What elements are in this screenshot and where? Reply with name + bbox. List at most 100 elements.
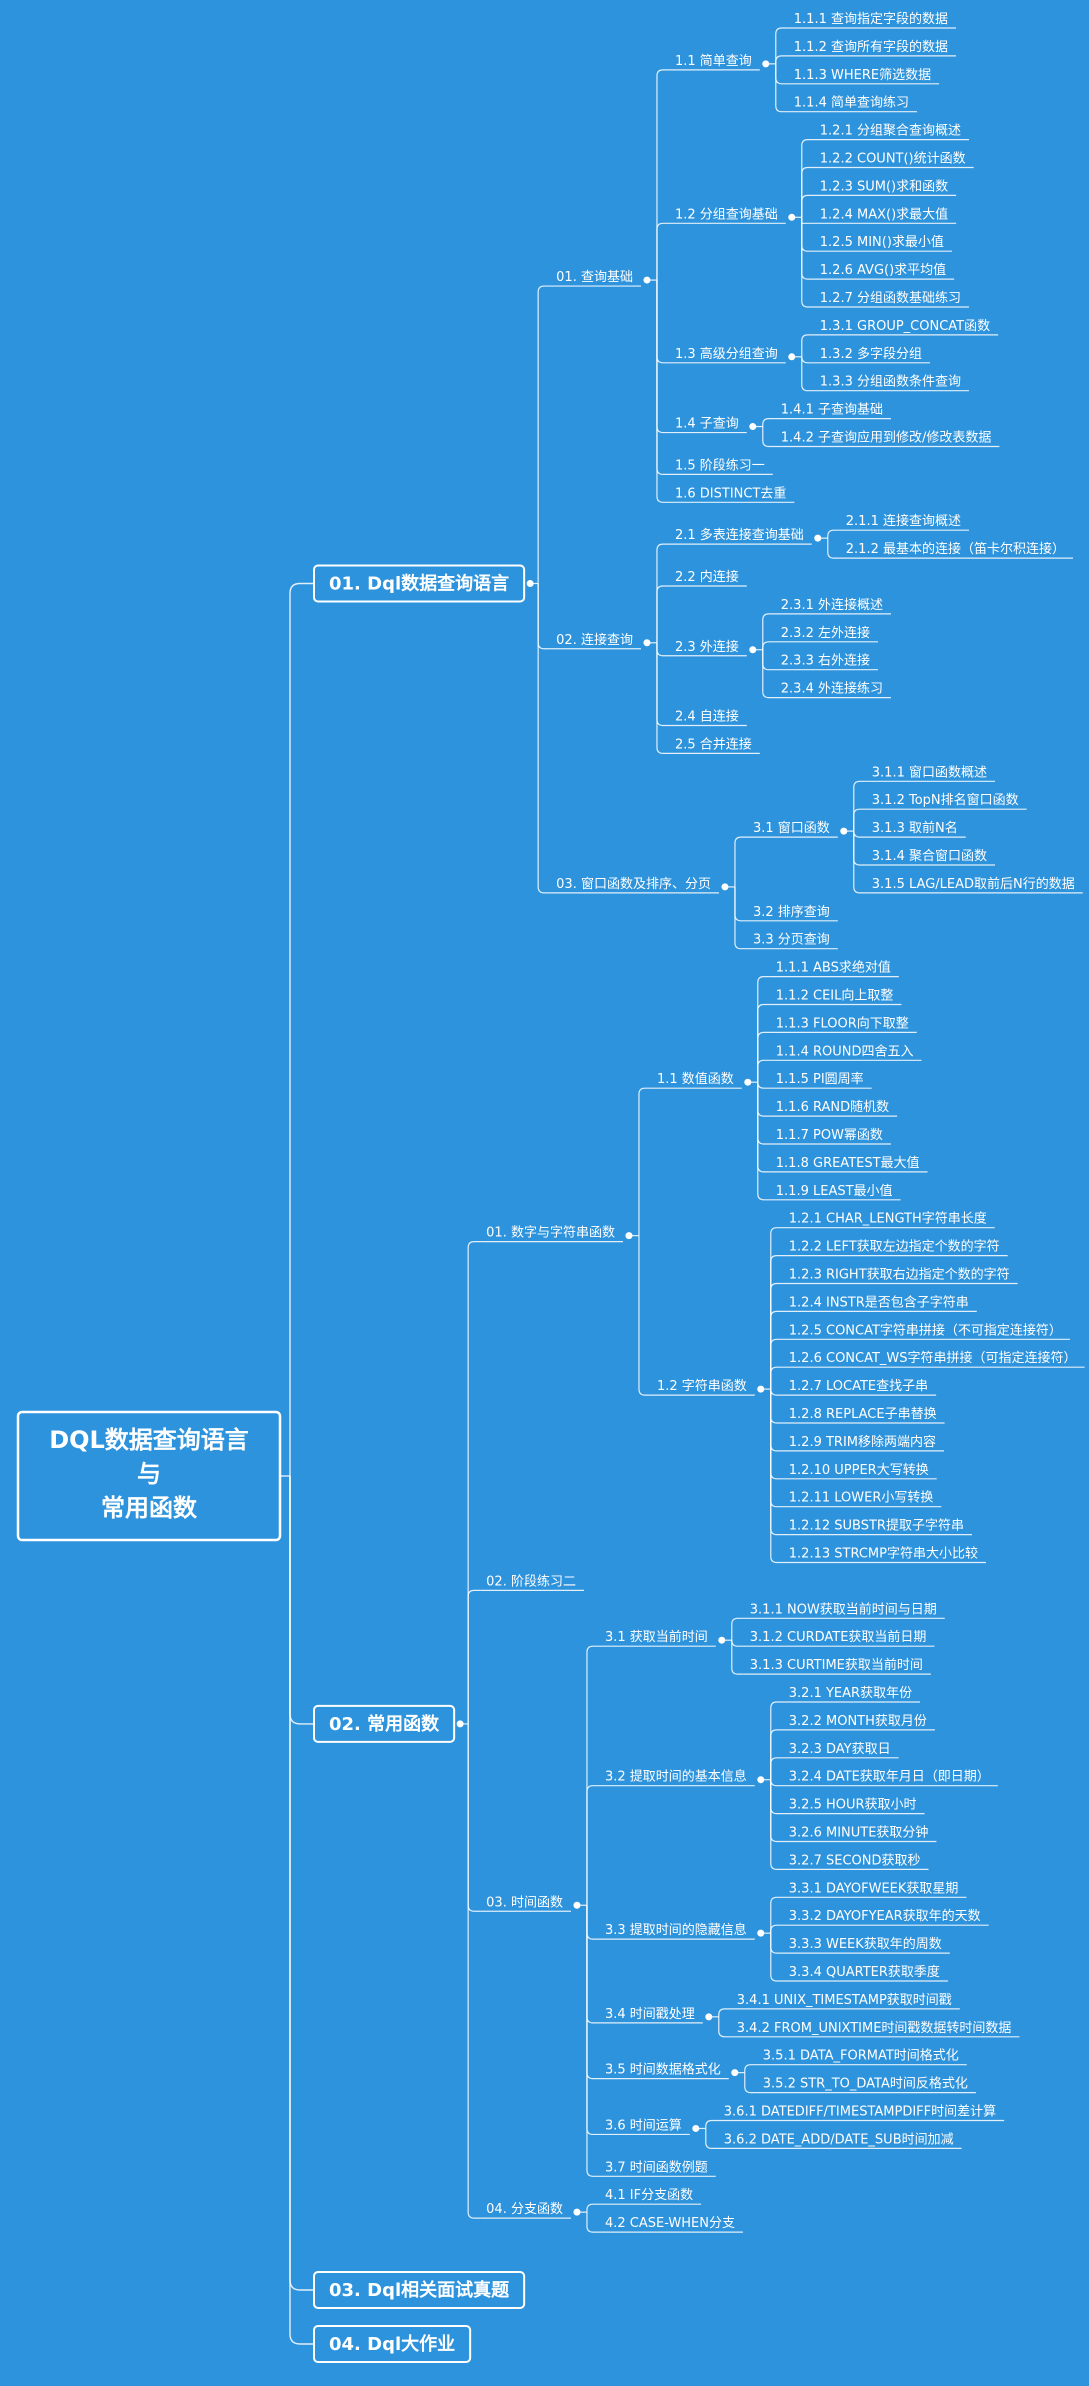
collapse-dot-icon[interactable] <box>757 1929 765 1937</box>
node-label-1-1-3-where: 1.1.3 WHERE筛选数据 <box>794 68 931 83</box>
node-label-3-5: 3.5 时间数据格式化 <box>605 2062 721 2078</box>
node-label-3-1-3-curtime: 3.1.3 CURTIME获取当前时间 <box>750 1657 923 1673</box>
node-label-3-3-1-dayofweek: 3.3.1 DAYOFWEEK获取星期 <box>789 1881 959 1896</box>
node-label-3-2: 3.2 排序查询 <box>753 905 830 920</box>
collapse-dot-icon[interactable] <box>788 213 796 221</box>
node-label-3-6-2-date-add-date-sub: 3.6.2 DATE_ADD/DATE_SUB时间加减 <box>724 2132 954 2147</box>
node-label-1-1: 1.1 简单查询 <box>675 53 752 69</box>
node-label-1-1-6-rand: 1.1.6 RAND随机数 <box>776 1100 889 1115</box>
collapse-dot-icon[interactable] <box>643 276 651 284</box>
collapse-dot-icon[interactable] <box>744 1078 752 1086</box>
node-label-1-1-1: 1.1.1 查询指定字段的数据 <box>794 11 948 27</box>
node-label-1-3-1-group-concat: 1.3.1 GROUP_CONCAT函数 <box>820 319 990 334</box>
node-label-1-2-13-strcmp: 1.2.13 STRCMP字符串大小比较 <box>789 1546 978 1562</box>
branch-box-04-dql[interactable] <box>313 2325 472 2363</box>
node-label-3-2-7-second: 3.2.7 SECOND获取秒 <box>789 1853 921 1868</box>
node-label-3-1-2-curdate: 3.1.2 CURDATE获取当前日期 <box>750 1629 927 1645</box>
node-label-1-2-4-max: 1.2.4 MAX()求最大值 <box>820 206 948 222</box>
node-label-1-2-8-replace: 1.2.8 REPLACE子串替换 <box>789 1407 937 1422</box>
node-label-2-2: 2.2 内连接 <box>675 569 739 585</box>
node-label-1-1-9-least: 1.1.9 LEAST最小值 <box>776 1183 893 1199</box>
node-label-1-5: 1.5 阶段练习一 <box>675 458 765 473</box>
node-label-02: 02. 连接查询 <box>556 632 633 648</box>
node-label-3-2-6-minute: 3.2.6 MINUTE获取分钟 <box>789 1825 929 1841</box>
branch-box-01-dql[interactable] <box>313 564 526 603</box>
node-label-1-2-3-right: 1.2.3 RIGHT获取右边指定个数的字符 <box>789 1267 1010 1283</box>
node-label-3-5-1-data-format: 3.5.1 DATA_FORMAT时间格式化 <box>763 2048 959 2064</box>
node-label-03: 03. 窗口函数及排序、分页 <box>556 876 711 892</box>
collapse-dot-icon[interactable] <box>731 2069 739 2077</box>
node-label-1-2-7: 1.2.7 分组函数基础练习 <box>820 291 961 306</box>
collapse-dot-icon[interactable] <box>788 353 796 361</box>
node-label-3-1-1-now: 3.1.1 NOW获取当前时间与日期 <box>750 1601 937 1617</box>
collapse-dot-icon[interactable] <box>573 2208 581 2216</box>
node-label-04-dql: 04. Dql大作业 <box>329 2333 455 2355</box>
collapse-dot-icon[interactable] <box>705 2013 713 2021</box>
collapse-dot-icon[interactable] <box>757 1776 765 1784</box>
branch-box-02[interactable] <box>313 1704 456 1743</box>
connector-lines <box>280 27 1085 2345</box>
branch-box-03-dql[interactable] <box>313 2271 526 2309</box>
node-label-3-2-5-hour: 3.2.5 HOUR获取小时 <box>789 1798 917 1813</box>
node-label-03: 03. 时间函数 <box>486 1895 563 1910</box>
node-label-3-4: 3.4 时间戳处理 <box>605 2007 695 2022</box>
node-label-3-3-2-dayofyear: 3.3.2 DAYOFYEAR获取年的天数 <box>789 1908 981 1924</box>
node-label-2-3-1: 2.3.1 外连接概述 <box>781 597 883 613</box>
node-label-3-1: 3.1 窗口函数 <box>753 820 830 836</box>
node-label-2-3-4: 2.3.4 外连接练习 <box>781 681 883 697</box>
node-label-2-3: 2.3 外连接 <box>675 639 739 655</box>
node-label-1-2-4-instr: 1.2.4 INSTR是否包含子字符串 <box>789 1294 969 1310</box>
collapse-dot-icon[interactable] <box>526 579 534 587</box>
node-label-1-2-3-sum: 1.2.3 SUM()求和函数 <box>820 179 948 194</box>
node-label-3-7: 3.7 时间函数例题 <box>605 2160 708 2175</box>
node-label-4-2-case-when: 4.2 CASE-WHEN分支 <box>605 2216 735 2231</box>
node-label-3-1-2-topn: 3.1.2 TopN排名窗口函数 <box>872 792 1019 808</box>
node-label-02: 02. 常用函数 <box>329 1713 440 1735</box>
collapse-dot-icon[interactable] <box>643 639 651 647</box>
collapse-dot-icon[interactable] <box>718 1636 726 1644</box>
node-label-2-1-1: 2.1.1 连接查询概述 <box>846 513 961 529</box>
collapse-dot-icon[interactable] <box>625 1232 633 1240</box>
collapse-dot-icon[interactable] <box>840 827 848 835</box>
node-label-1-1-3-floor: 1.1.3 FLOOR向下取整 <box>776 1015 909 1031</box>
node-label-1-1-4: 1.1.4 简单查询练习 <box>794 95 909 111</box>
node-label-2-1-2: 2.1.2 最基本的连接（笛卡尔积连接） <box>846 541 1065 557</box>
node-label-1-2-5-min: 1.2.5 MIN()求最小值 <box>820 234 944 250</box>
node-label-1-1: 1.1 数值函数 <box>657 1071 734 1087</box>
node-label-1-4: 1.4 子查询 <box>675 417 739 432</box>
collapse-dot-icon[interactable] <box>749 646 757 654</box>
collapse-dot-icon[interactable] <box>762 60 770 68</box>
collapse-dot-icon[interactable] <box>721 883 729 891</box>
node-label-1-6-distinct: 1.6 DISTINCT去重 <box>675 485 786 501</box>
node-label-3-3: 3.3 提取时间的隐藏信息 <box>605 1922 747 1938</box>
node-label-3-1-1: 3.1.1 窗口函数概述 <box>872 764 987 780</box>
collapse-dot-icon[interactable] <box>757 1385 765 1393</box>
node-label-3-2: 3.2 提取时间的基本信息 <box>605 1769 747 1785</box>
node-label-3-2-2-month: 3.2.2 MONTH获取月份 <box>789 1714 927 1729</box>
collapse-dot-icon[interactable] <box>573 1901 581 1909</box>
collapse-dot-icon[interactable] <box>692 2124 700 2132</box>
node-label-1-2-1-char-length: 1.2.1 CHAR_LENGTH字符串长度 <box>789 1211 987 1227</box>
root-node[interactable] <box>16 1410 282 1542</box>
node-label-1-2: 1.2 字符串函数 <box>657 1378 747 1394</box>
node-label-1-2-2-left: 1.2.2 LEFT获取左边指定个数的字符 <box>789 1239 1000 1255</box>
node-label-1-2-9-trim: 1.2.9 TRIM移除两端内容 <box>789 1434 936 1450</box>
node-label-1-2: 1.2 分组查询基础 <box>675 207 778 222</box>
node-label-3-4-2-from-unixtime: 3.4.2 FROM_UNIXTIME时间戳数据转时间数据 <box>737 2021 1012 2036</box>
node-label-2-5: 2.5 合并连接 <box>675 736 752 752</box>
node-label-1-2-5-concat: 1.2.5 CONCAT字符串拼接（不可指定连接符） <box>789 1322 1062 1338</box>
node-label-1-4-1: 1.4.1 子查询基础 <box>781 403 883 418</box>
node-label-3-2-3-day: 3.2.3 DAY获取日 <box>789 1742 891 1757</box>
collapse-dot-icon[interactable] <box>456 1720 464 1728</box>
node-label-1-1-1-abs: 1.1.1 ABS求绝对值 <box>776 960 891 976</box>
collapse-dot-icon[interactable] <box>814 534 822 542</box>
node-label-02: 02. 阶段练习二 <box>486 1574 576 1589</box>
node-label-01: 01. 查询基础 <box>556 270 633 285</box>
node-label-3-1-5-lag-lead-n: 3.1.5 LAG/LEAD取前后N行的数据 <box>872 876 1075 892</box>
collapse-dot-icon[interactable] <box>749 423 757 431</box>
node-label-1-2-6-avg: 1.2.6 AVG()求平均值 <box>820 262 946 278</box>
node-label-1-1-4-round: 1.1.4 ROUND四舍五入 <box>776 1044 914 1059</box>
node-label-03-dql: 03. Dql相关面试真题 <box>329 2279 510 2301</box>
root-title-line: DQL数据查询语言 <box>49 1426 249 1454</box>
